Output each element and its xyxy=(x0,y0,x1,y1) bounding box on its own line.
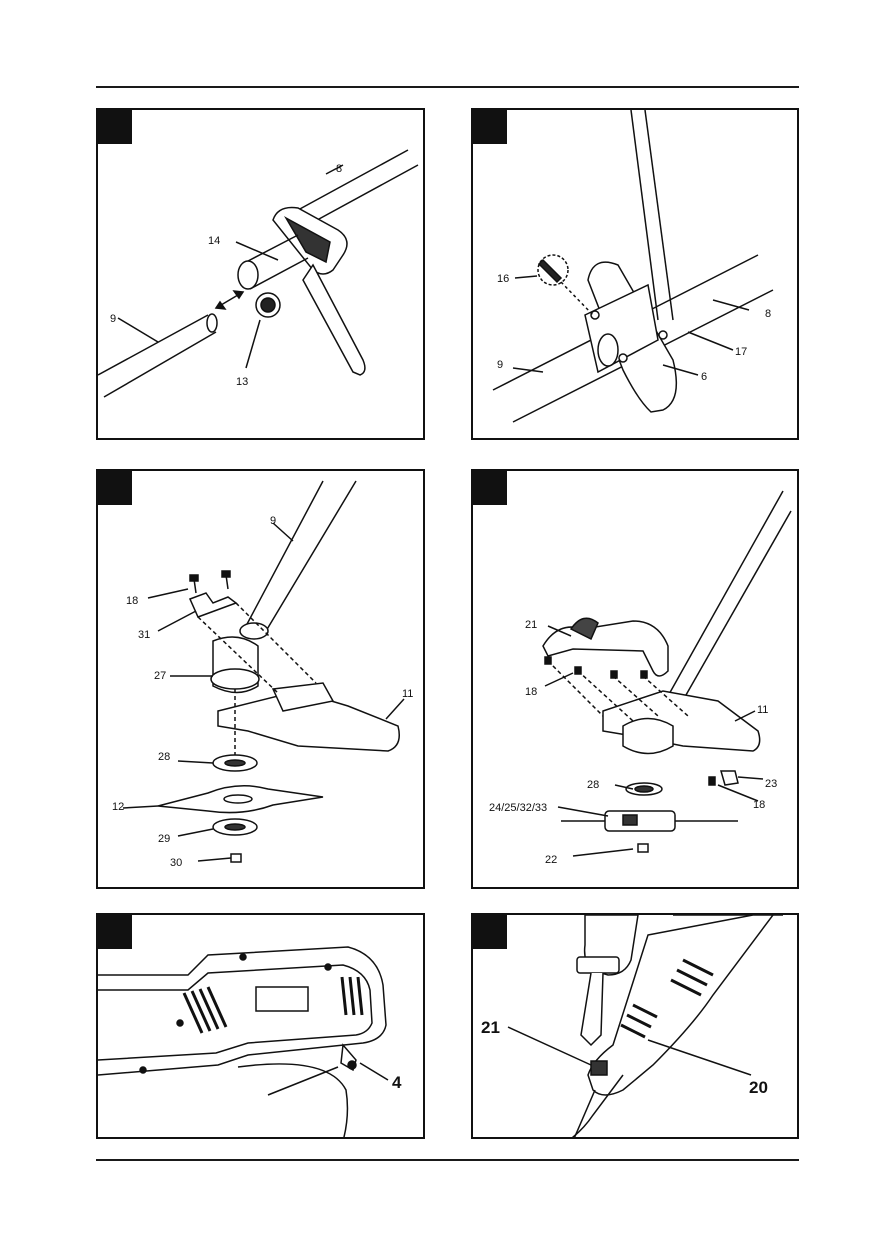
callout-18-lower: 18 xyxy=(753,799,765,811)
figure-panel-6: 21 20 xyxy=(471,913,799,1139)
handle-clamp-illustration: 16 8 9 17 6 xyxy=(492,110,774,423)
motor-housing-cord-illustration: 4 xyxy=(98,946,402,1137)
trimmer-head-assembly-illustration: 21 18 11 28 23 18 24/25/32/33 22 xyxy=(489,490,792,866)
figure-panel-2: 16 8 9 17 6 xyxy=(471,108,799,440)
callout-8: 8 xyxy=(336,163,342,175)
figure-number-tab xyxy=(473,915,507,949)
top-rule xyxy=(96,86,799,88)
callout-21: 21 xyxy=(525,619,537,631)
callout-9: 9 xyxy=(110,313,116,325)
blade-assembly-illustration: 9 18 31 27 11 28 12 29 30 xyxy=(112,480,413,869)
callout-18: 18 xyxy=(525,686,537,698)
callout-21: 21 xyxy=(481,1018,500,1037)
figure-number-tab xyxy=(473,110,507,144)
callout-9: 9 xyxy=(497,359,503,371)
callout-22: 22 xyxy=(545,854,557,866)
callout-31: 31 xyxy=(138,629,150,641)
callout-28: 28 xyxy=(587,779,599,791)
figure-panel-3: 9 18 31 27 11 28 12 29 30 xyxy=(96,469,425,889)
callout-4: 4 xyxy=(392,1073,402,1092)
callout-17: 17 xyxy=(735,346,747,358)
callout-13: 13 xyxy=(236,376,248,388)
callout-28: 28 xyxy=(158,751,170,763)
figure-panel-4: 21 18 11 28 23 18 24/25/32/33 22 xyxy=(471,469,799,889)
figure-panel-1: 8 14 9 13 xyxy=(96,108,425,440)
figure-number-tab xyxy=(98,915,132,949)
callout-29: 29 xyxy=(158,833,170,845)
callout-30: 30 xyxy=(170,857,182,869)
callout-20: 20 xyxy=(749,1078,768,1097)
callout-24-25-32-33: 24/25/32/33 xyxy=(489,802,547,814)
figure-panel-5: 4 xyxy=(96,913,425,1139)
callout-11: 11 xyxy=(402,688,413,700)
figure-number-tab xyxy=(98,110,132,144)
bottom-rule xyxy=(96,1159,799,1161)
callout-11: 11 xyxy=(757,704,768,716)
figure-number-tab xyxy=(98,471,132,505)
callout-16: 16 xyxy=(497,273,509,285)
callout-6: 6 xyxy=(701,371,707,383)
callout-18: 18 xyxy=(126,595,138,607)
callout-14: 14 xyxy=(208,235,220,247)
callout-23: 23 xyxy=(765,778,777,790)
callout-9: 9 xyxy=(270,515,276,527)
figure-number-tab xyxy=(473,471,507,505)
shaft-coupling-illustration: 8 14 9 13 xyxy=(98,149,419,398)
callout-12: 12 xyxy=(112,801,124,813)
callout-27: 27 xyxy=(154,670,166,682)
shoulder-strap-clip-illustration: 21 20 xyxy=(481,915,783,1137)
callout-8: 8 xyxy=(765,308,771,320)
